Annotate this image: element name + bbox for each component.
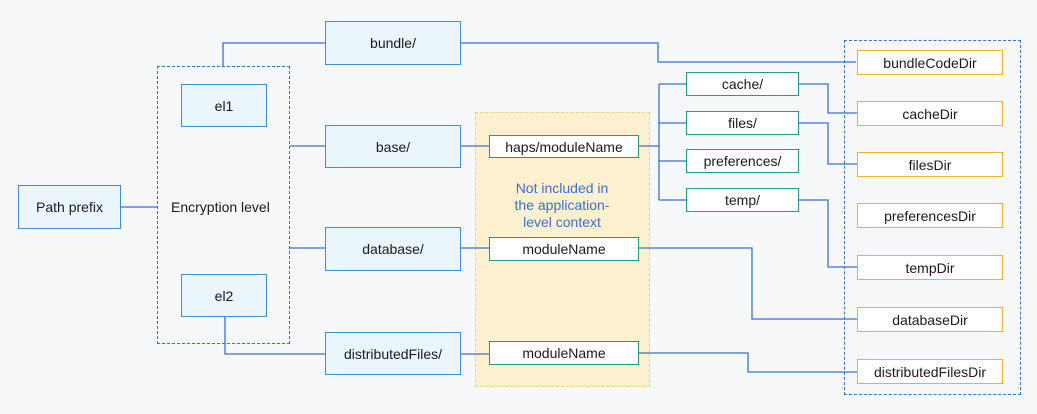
note-line-2: the application- bbox=[514, 197, 610, 213]
connector-cache-to-cacheDir bbox=[799, 83, 857, 114]
note-line-3: level context bbox=[523, 214, 601, 230]
connector-el2-to-distributed bbox=[224, 316, 325, 355]
connector-files-to-filesDir bbox=[799, 122, 857, 165]
files-subdir-box: files/ bbox=[686, 111, 799, 135]
distributed-files-dir-box: distributedFiles/ bbox=[325, 332, 461, 375]
database-dir-context-label: databaseDir bbox=[892, 311, 968, 328]
connector-temp-to-tempDir bbox=[799, 199, 857, 268]
distributed-module-label: moduleName bbox=[522, 345, 606, 361]
temp-subdir-label: temp/ bbox=[724, 192, 760, 208]
el1-label: el1 bbox=[214, 97, 234, 114]
not-included-note: Not included in the application- level c… bbox=[497, 180, 627, 231]
distributed-module-box: moduleName bbox=[489, 341, 639, 365]
preferences-dir-label: preferencesDir bbox=[884, 207, 976, 224]
temp-subdir-box: temp/ bbox=[686, 188, 799, 212]
distributed-files-dir-label: distributedFiles/ bbox=[343, 345, 443, 362]
database-dir-context-box: databaseDir bbox=[857, 307, 1003, 332]
database-dir-box: database/ bbox=[325, 227, 461, 271]
bundle-code-dir-box: bundleCodeDir bbox=[857, 50, 1003, 75]
el2-label: el2 bbox=[214, 287, 234, 304]
database-module-box: moduleName bbox=[489, 237, 639, 261]
preferences-subdir-box: preferences/ bbox=[686, 149, 799, 173]
temp-dir-box: tempDir bbox=[857, 255, 1003, 280]
bundle-dir-label: bundle/ bbox=[370, 35, 416, 51]
encryption-level-group bbox=[157, 66, 290, 344]
encryption-level-label: Encryption level bbox=[171, 199, 270, 215]
connector-haps-to-subdirs bbox=[639, 83, 686, 201]
haps-module-label: haps/moduleName bbox=[505, 138, 623, 155]
application-context-group bbox=[844, 40, 1021, 395]
cache-dir-box: cacheDir bbox=[857, 101, 1003, 126]
preferences-dir-box: preferencesDir bbox=[857, 203, 1003, 228]
files-dir-label: filesDir bbox=[908, 156, 952, 173]
haps-module-box: haps/moduleName bbox=[489, 135, 639, 158]
distributed-files-dir-context-box: distributedFilesDir bbox=[857, 359, 1003, 384]
base-dir-box: base/ bbox=[325, 125, 461, 168]
files-dir-box: filesDir bbox=[857, 152, 1003, 177]
connector-module-to-databaseDir bbox=[639, 247, 857, 320]
cache-subdir-label: cache/ bbox=[721, 76, 764, 92]
bundle-dir-box: bundle/ bbox=[325, 21, 461, 65]
cache-dir-label: cacheDir bbox=[902, 105, 958, 122]
el2-box: el2 bbox=[181, 274, 267, 317]
database-dir-label: database/ bbox=[362, 241, 424, 257]
files-subdir-label: files/ bbox=[728, 115, 757, 131]
connector-bundle-to-bundleCodeDir bbox=[461, 42, 856, 63]
note-line-1: Not included in bbox=[515, 180, 609, 196]
el1-box: el1 bbox=[181, 84, 267, 127]
path-prefix-label: Path prefix bbox=[36, 199, 103, 215]
database-module-label: moduleName bbox=[522, 241, 606, 257]
path-prefix-box: Path prefix bbox=[18, 185, 121, 229]
temp-dir-label: tempDir bbox=[905, 259, 955, 276]
connector-module-to-distributedFilesDir bbox=[639, 352, 857, 373]
distributed-files-dir-context-label: distributedFilesDir bbox=[873, 363, 987, 380]
preferences-subdir-label: preferences/ bbox=[703, 153, 782, 169]
cache-subdir-box: cache/ bbox=[686, 72, 799, 96]
connector-encryption-to-bundle bbox=[222, 42, 325, 66]
bundle-code-dir-label: bundleCodeDir bbox=[883, 54, 977, 71]
base-dir-label: base/ bbox=[375, 138, 411, 155]
